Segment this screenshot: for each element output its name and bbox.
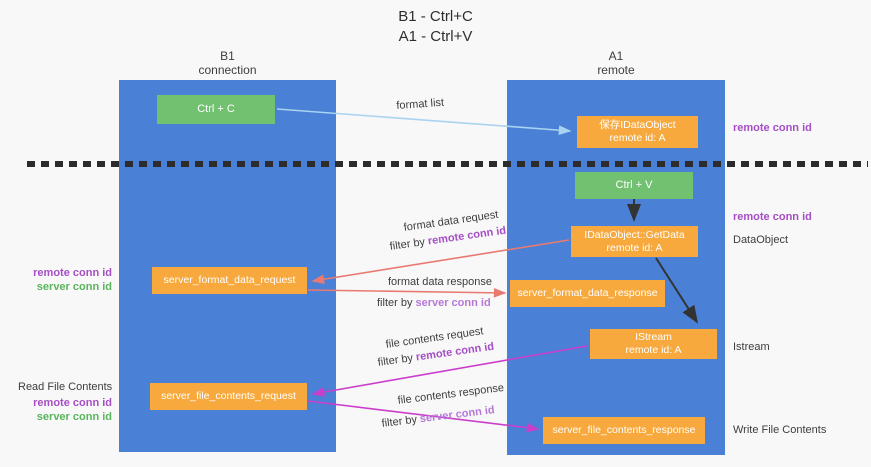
save-idataobject-box: 保存IDataObject remote id: A [577, 116, 698, 148]
save-idataobject-line2: remote id: A [609, 132, 666, 144]
format-data-request-arrow [311, 239, 570, 284]
server-file-contents-request-box: server_file_contents_request [150, 383, 307, 410]
left-server-conn-id-1: server conn id [36, 281, 112, 293]
server-conn-id-text: server conn id [415, 297, 491, 309]
filter-by-text: filter by [377, 297, 413, 309]
title-line-1: B1 - Ctrl+C [398, 8, 473, 25]
right-remote-conn-id-2: remote conn id [733, 211, 812, 223]
dataobject-label: DataObject [733, 234, 789, 246]
left-conn-id-labels-bottom: remote conn id server conn id [18, 396, 112, 424]
lifeline-header-a1: A1 remote [507, 49, 725, 77]
left-conn-id-labels-top: remote conn id server conn id [18, 266, 112, 294]
save-idataobject-line1: 保存IDataObject [599, 119, 676, 131]
server-format-data-request-label: server_format_data_request [163, 274, 296, 286]
ctrl-v-box: Ctrl + V [575, 172, 693, 199]
getdata-box: IDataObject::GetData remote id: A [571, 226, 698, 257]
ctrl-v-label: Ctrl + V [615, 179, 653, 191]
format-data-response-arrow [307, 288, 507, 298]
getdata-line1: IDataObject::GetData [584, 228, 685, 241]
left-remote-conn-id-1: remote conn id [33, 267, 112, 279]
read-file-contents-label: Read File Contents [18, 381, 113, 393]
ctrl-c-label: Ctrl + C [197, 103, 235, 115]
server-file-contents-response-box: server_file_contents_response [543, 417, 705, 444]
lifeline-header-b1: B1 connection [119, 49, 336, 77]
server-format-data-response-label: server_format_data_response [517, 287, 658, 299]
server-format-data-response-box: server_format_data_response [510, 280, 665, 307]
format-list-arrow [276, 108, 572, 135]
getdata-line2: remote id: A [606, 241, 663, 254]
server-file-contents-request-label: server_file_contents_request [161, 390, 296, 402]
server-format-data-request-box: server_format_data_request [152, 267, 307, 294]
ctrl-c-box: Ctrl + C [157, 95, 275, 124]
getdata-to-istream-arrow [655, 257, 699, 324]
file-contents-request-arrow [311, 345, 588, 397]
lifeline-b1-name: B1 [220, 49, 235, 63]
istream-line2: remote id: A [625, 344, 682, 356]
istream-side-label: Istream [733, 341, 770, 353]
left-remote-conn-id-2: remote conn id [33, 397, 112, 409]
server-file-contents-response-label: server_file_contents_response [552, 424, 696, 436]
istream-line1: IStream [635, 331, 672, 343]
lifeline-b1-role: connection [198, 63, 257, 77]
istream-box: IStream remote id: A [590, 329, 717, 359]
diagram-title: B1 - Ctrl+C A1 - Ctrl+V [0, 7, 871, 47]
left-server-conn-id-2: server conn id [36, 411, 112, 423]
file-contents-response-arrow [307, 400, 540, 433]
format-data-response-label: format data response [388, 276, 492, 288]
lifeline-a1-role: remote [597, 63, 635, 77]
lifeline-a1-name: A1 [608, 49, 624, 63]
right-remote-conn-id-1: remote conn id [733, 122, 812, 134]
title-line-2: A1 - Ctrl+V [398, 28, 473, 45]
write-file-contents-label: Write File Contents [733, 424, 827, 436]
